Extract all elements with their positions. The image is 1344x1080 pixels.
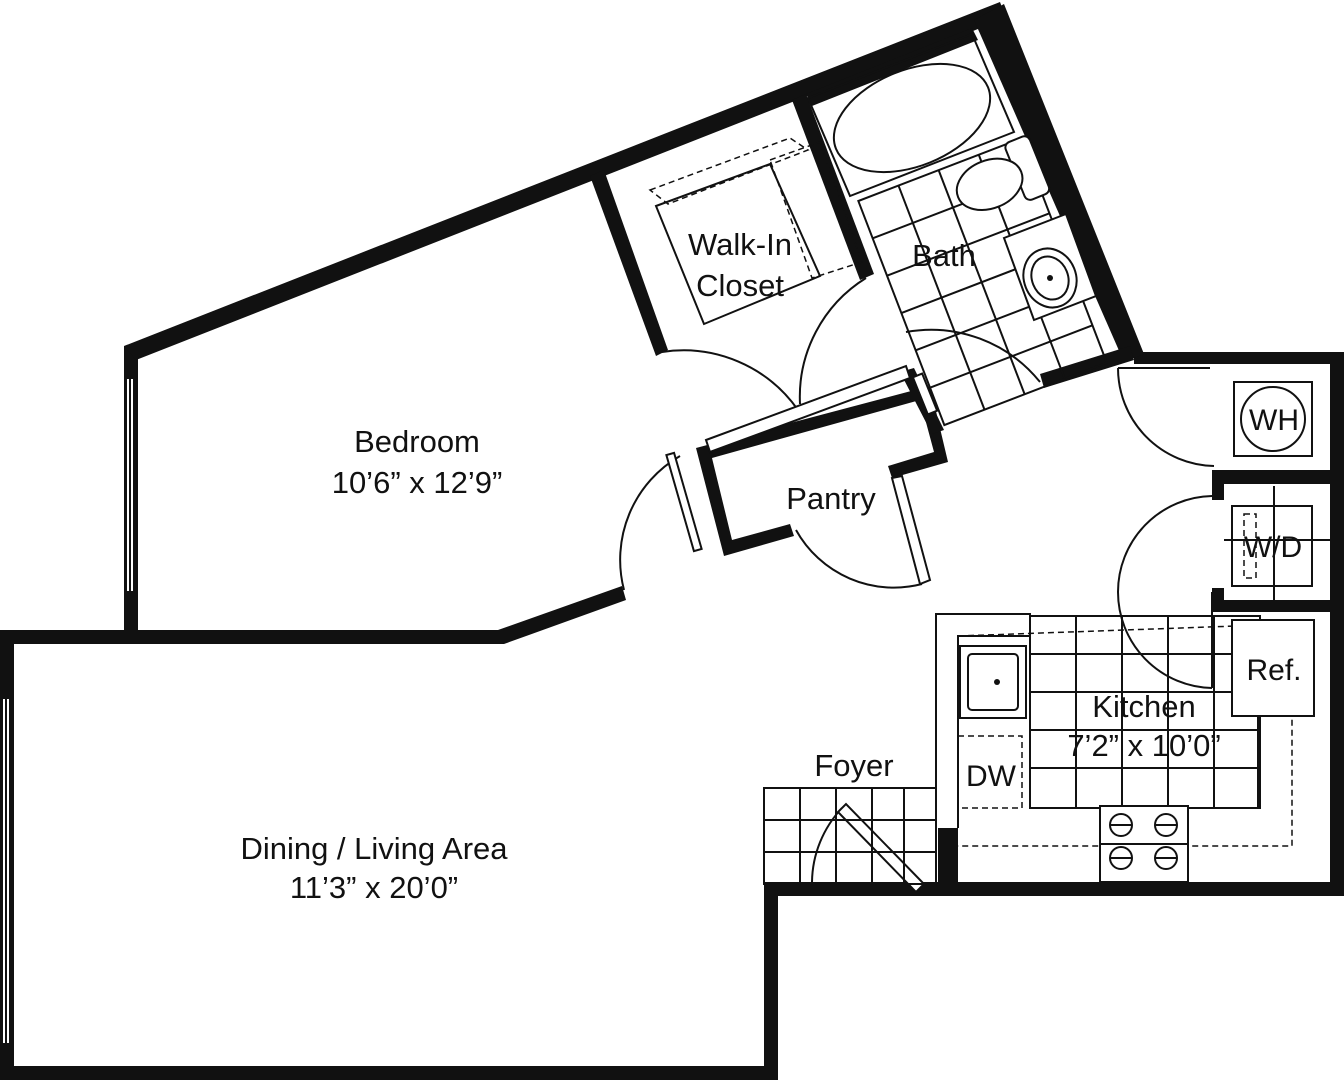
bedroom-dims: 10’6” x 12’9”: [332, 465, 503, 500]
washer-dryer: [1224, 486, 1330, 600]
ref-label: Ref.: [1246, 654, 1301, 687]
closet-shelving: [648, 137, 863, 326]
foyer-label: Foyer: [814, 748, 893, 783]
water-heater: [1233, 381, 1313, 457]
pantry-label: Pantry: [786, 481, 876, 516]
kitchen-label: Kitchen: [1092, 689, 1195, 724]
bath-label: Bath: [912, 238, 976, 273]
wh-label: WH: [1249, 404, 1299, 437]
dining-living-label: Dining / Living Area: [240, 831, 508, 866]
foyer-tile: [763, 787, 937, 885]
kitchen-dims: 7’2” x 10’0”: [1067, 728, 1220, 763]
kitchen-fixtures: [935, 613, 1315, 883]
dining-living-dims: 11’3” x 20’0”: [290, 870, 458, 905]
bedroom-label: Bedroom: [354, 424, 480, 459]
wd-label: W/D: [1244, 531, 1302, 564]
windows: [1, 377, 135, 1045]
doors: [619, 277, 1215, 894]
room-labels: Bedroom 10’6” x 12’9” Walk-In Closet Bat…: [240, 227, 1302, 905]
closet-label-1: Walk-In: [688, 227, 792, 262]
bath-fixtures: [806, 32, 1109, 427]
dw-label: DW: [966, 760, 1017, 793]
closet-label-2: Closet: [696, 268, 784, 303]
